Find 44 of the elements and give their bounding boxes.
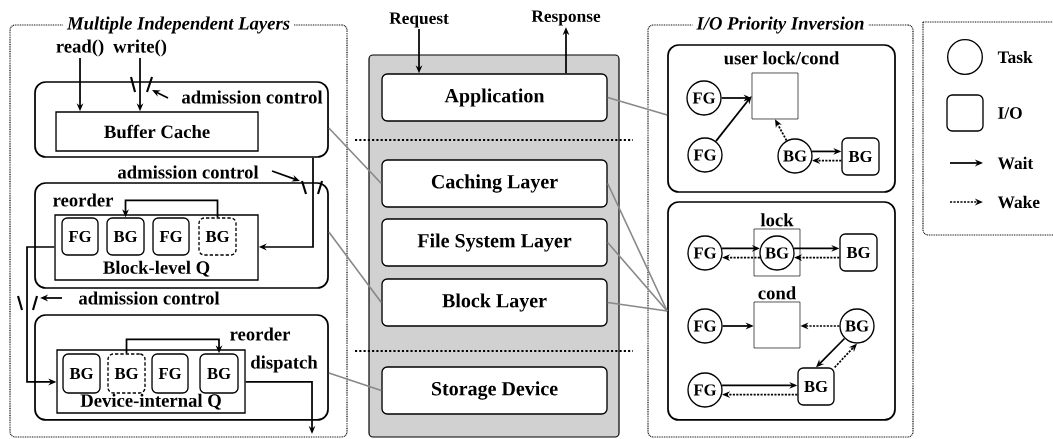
flow-label: Request [389, 12, 449, 28]
request-box: BG [106, 217, 145, 256]
arrow [715, 96, 752, 142]
lock-square [751, 72, 799, 120]
connector-line [328, 231, 383, 304]
call-label: write() [113, 39, 167, 57]
legend-label: Wait [997, 156, 1034, 170]
io-box: BG [841, 137, 880, 176]
node-label: cond [758, 286, 796, 300]
io-box: BG [797, 367, 835, 406]
annotation-label: admission control [118, 165, 259, 179]
layer-box: File System Layer [381, 218, 608, 267]
annotation-label: admission control [182, 90, 323, 104]
layer-box: Application [381, 73, 608, 122]
arrow [125, 338, 223, 355]
lock-square: cond [753, 286, 801, 349]
layer-box: Caching Layer [381, 159, 608, 208]
connector-line [606, 241, 668, 312]
request-box: FG [61, 217, 99, 256]
io-box: BG [839, 233, 878, 272]
annotation-label: reorder [230, 327, 290, 341]
request-box: BG [107, 353, 146, 394]
connector-line [328, 127, 383, 185]
legend-label: Wake [997, 195, 1040, 209]
call-label: read() [56, 39, 104, 57]
connector-line [606, 182, 668, 312]
annotation-label: dispatch [251, 355, 318, 373]
node-label: lock [760, 213, 794, 227]
request-box: BG [62, 353, 101, 394]
legend-label: I/O [998, 107, 1022, 119]
request-box: BG [198, 217, 237, 256]
annotation-label: admission control [79, 291, 220, 305]
cache-box: Buffer Cache [55, 111, 259, 152]
layer-box: Block Layer [381, 278, 608, 327]
legend-label: Task [997, 50, 1033, 64]
annotation-label: reorder [53, 193, 114, 207]
request-box: BG [199, 353, 239, 394]
request-box: FG [151, 353, 189, 394]
connector-line [606, 96, 668, 116]
request-box: FG [152, 217, 190, 256]
connector-line [328, 372, 383, 392]
layer-box: Storage Device [381, 366, 608, 415]
connector-line [606, 301, 668, 312]
flow-label: Response [531, 10, 601, 26]
